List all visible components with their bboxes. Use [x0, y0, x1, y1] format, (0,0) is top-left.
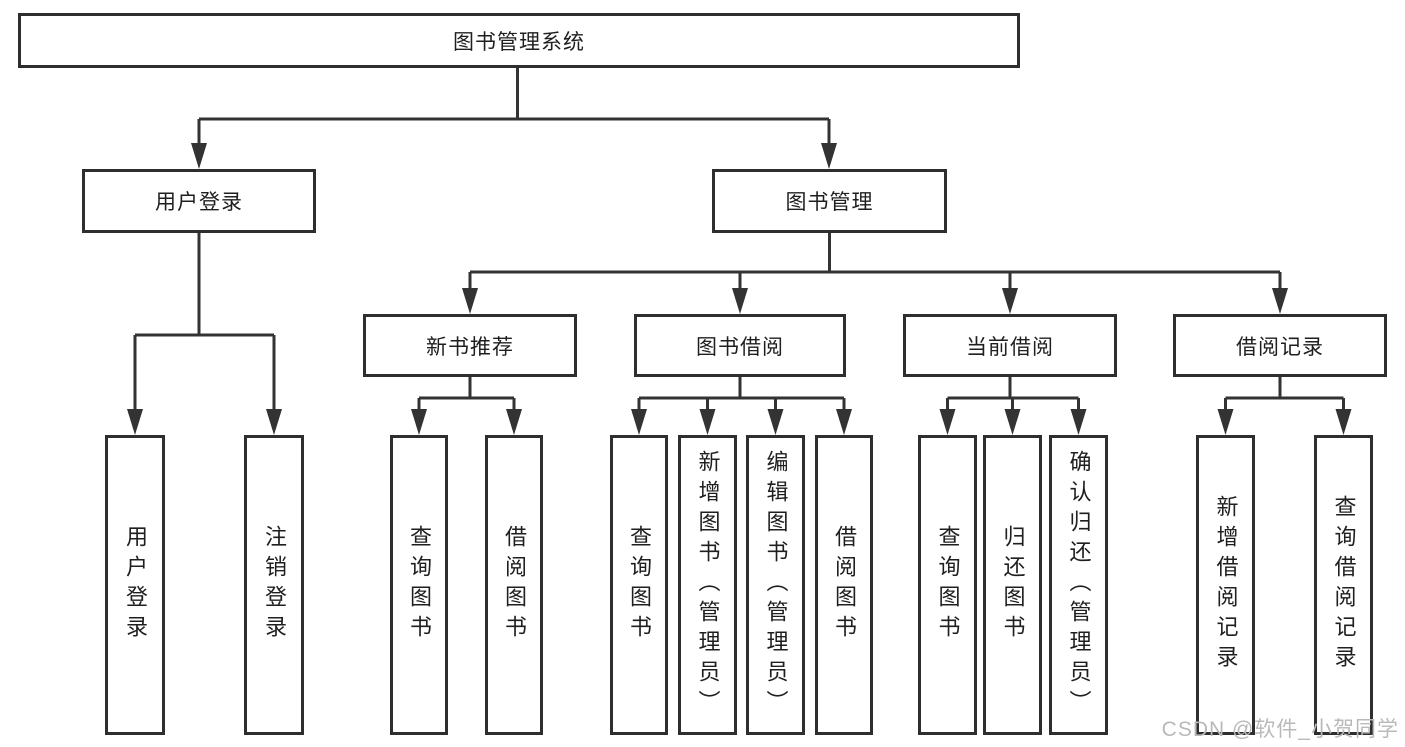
leaf-label: 借阅图书 — [832, 525, 857, 645]
leaf-label: 确认归还（管理员） — [1066, 450, 1092, 720]
leaf-label: 用户登录 — [123, 525, 148, 645]
leaf-borrow-books-recommend: 借阅图书 — [485, 435, 543, 735]
leaf-label: 查询图书 — [627, 525, 652, 645]
leaf-query-books-recommend: 查询图书 — [390, 435, 448, 735]
node-label: 用户登录 — [155, 191, 243, 214]
arrowheads — [127, 143, 1352, 435]
node-label: 当前借阅 — [966, 335, 1054, 359]
node-book-management: 图书管理 — [712, 169, 947, 233]
node-label: 新书推荐 — [426, 335, 514, 359]
node-borrow-records: 借阅记录 — [1173, 314, 1387, 377]
node-label: 图书管理 — [785, 191, 874, 214]
leaf-borrow-books: 借阅图书 — [815, 435, 873, 735]
leaf-label: 注销登录 — [262, 525, 287, 645]
node-new-book-recommend: 新书推荐 — [363, 314, 577, 377]
leaf-logout: 注销登录 — [244, 435, 304, 735]
leaf-add-borrow-record: 新增借阅记录 — [1196, 435, 1255, 735]
node-user-login: 用户登录 — [82, 169, 316, 233]
leaf-label: 归还图书 — [1000, 525, 1026, 645]
leaf-query-borrow-record: 查询借阅记录 — [1314, 435, 1373, 735]
leaf-label: 新增图书（管理员） — [695, 450, 721, 720]
leaf-label: 编辑图书（管理员） — [763, 450, 789, 720]
leaf-confirm-return-admin: 确认归还（管理员） — [1049, 435, 1108, 735]
leaf-query-books-current: 查询图书 — [918, 435, 977, 735]
node-book-borrow: 图书借阅 — [634, 314, 846, 377]
node-label: 图书借阅 — [696, 335, 784, 359]
leaf-label: 查询图书 — [407, 525, 432, 645]
node-label: 图书管理系统 — [453, 30, 585, 54]
node-current-borrow: 当前借阅 — [903, 314, 1117, 377]
node-library-management-system: 图书管理系统 — [18, 13, 1020, 68]
leaf-user-login: 用户登录 — [105, 435, 165, 735]
leaf-label: 借阅图书 — [502, 525, 527, 645]
leaf-label: 查询图书 — [935, 525, 961, 645]
leaf-query-books-borrow: 查询图书 — [610, 435, 668, 735]
node-label: 借阅记录 — [1236, 335, 1324, 359]
csdn-watermark: CSDN @软件_小贺同学 — [1161, 718, 1399, 741]
leaf-add-books-admin: 新增图书（管理员） — [678, 435, 737, 735]
leaf-label: 新增借阅记录 — [1213, 495, 1239, 675]
leaf-edit-books-admin: 编辑图书（管理员） — [746, 435, 805, 735]
leaf-label: 查询借阅记录 — [1331, 495, 1357, 675]
leaf-return-books: 归还图书 — [983, 435, 1042, 735]
